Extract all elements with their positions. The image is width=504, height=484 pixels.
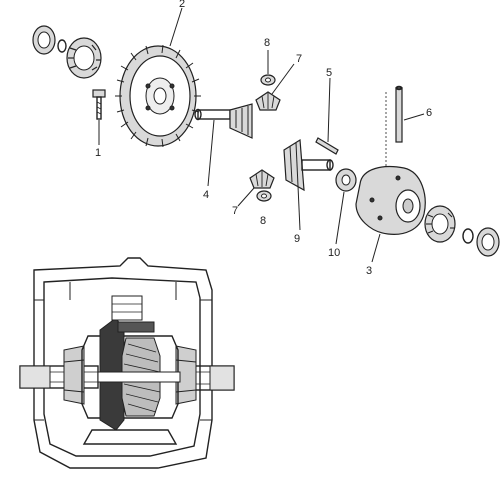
left-bearing xyxy=(66,37,102,79)
lock-pin xyxy=(395,85,403,143)
left-bearing-section xyxy=(63,345,85,405)
crown-wheel xyxy=(115,44,201,148)
callout-5: 5 xyxy=(326,67,332,79)
exploded-view: 2 1 4 8 7 5 6 7 8 9 10 3 xyxy=(32,0,500,277)
side-thrust-washer xyxy=(335,168,357,192)
lower-thrust-washer xyxy=(256,190,272,202)
right-bearing-section xyxy=(175,345,197,405)
callout-4: 4 xyxy=(203,189,209,201)
callout-3: 3 xyxy=(366,265,372,277)
housing-outline xyxy=(33,257,213,469)
callout-8-upper: 8 xyxy=(264,37,270,49)
leader-lines xyxy=(98,7,425,263)
left-axle-shaft xyxy=(19,365,99,389)
sectional-view xyxy=(19,257,235,469)
right-spacer xyxy=(462,228,474,244)
callout-2: 2 xyxy=(179,0,185,10)
callout-10: 10 xyxy=(328,247,340,259)
housing-ribs xyxy=(34,282,212,421)
right-oil-seal xyxy=(476,227,500,257)
callout-7-upper: 7 xyxy=(296,53,302,65)
left-oil-seal xyxy=(32,25,56,55)
callout-1: 1 xyxy=(95,147,101,159)
side-gear-with-shaft xyxy=(194,103,253,139)
callout-7-lower: 7 xyxy=(232,205,238,217)
callout-6: 6 xyxy=(426,107,432,119)
lower-housing-cap xyxy=(82,429,178,445)
crown-wheel-bolt xyxy=(92,89,106,120)
differential-case xyxy=(355,165,426,235)
lower-planet-gear xyxy=(249,169,275,189)
upper-planet-gear xyxy=(255,91,281,111)
upper-thrust-washer xyxy=(260,74,276,86)
callout-9: 9 xyxy=(294,233,300,245)
left-spacer xyxy=(57,39,67,53)
housing-inner xyxy=(43,277,201,457)
differential-case-section xyxy=(81,335,179,419)
callout-8-lower: 8 xyxy=(260,215,266,227)
opposite-side-gear xyxy=(283,138,334,192)
pinion-pin xyxy=(315,137,339,155)
callouts: 2 1 4 8 7 5 6 7 8 9 10 3 xyxy=(95,0,432,277)
drive-shaft-section xyxy=(111,295,143,321)
cross-shaft-section xyxy=(97,371,181,383)
right-bearing xyxy=(424,205,456,243)
